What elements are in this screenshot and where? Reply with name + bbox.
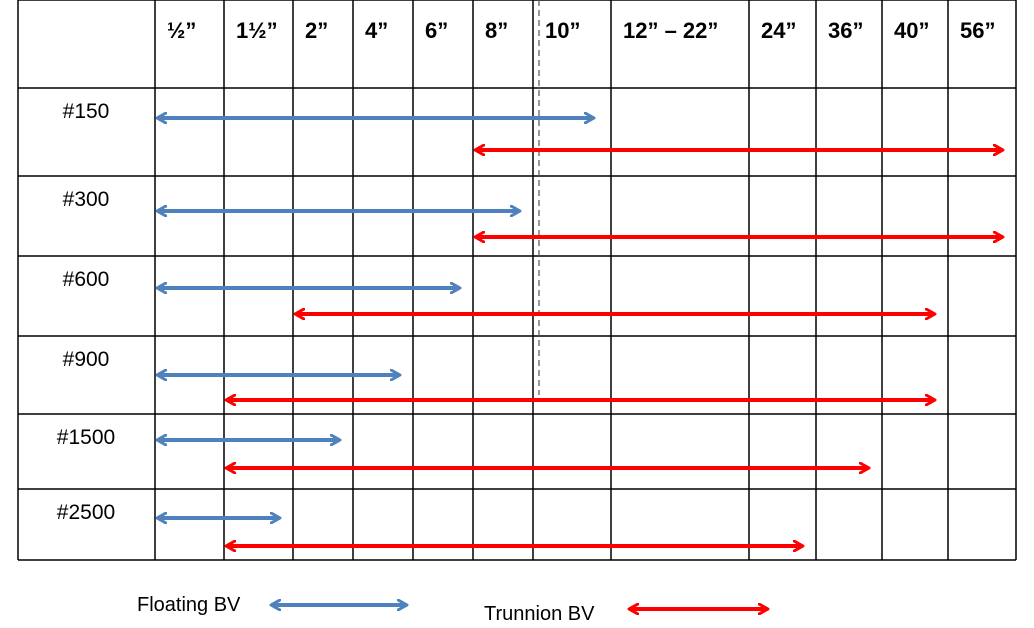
- pressure-class-label: #150: [63, 100, 110, 123]
- pressure-class-label: #2500: [57, 501, 115, 524]
- legend-trunnion-label: Trunnion BV: [484, 603, 595, 625]
- column-header: 36”: [828, 18, 863, 43]
- column-header: ½”: [167, 18, 196, 43]
- column-header: 6”: [425, 18, 448, 43]
- column-header: 24”: [761, 18, 796, 43]
- pressure-class-label: #300: [63, 188, 110, 211]
- pressure-class-label: #900: [63, 348, 110, 371]
- column-header: 2”: [305, 18, 328, 43]
- column-header: 10”: [545, 18, 580, 43]
- pressure-class-label: #600: [63, 268, 110, 291]
- legend-floating-label: Floating BV: [137, 594, 241, 616]
- range-arrows: [158, 118, 1002, 546]
- pressure-class-column: #150 #300 #600 #900 #1500 #2500: [57, 100, 115, 524]
- column-header: 40”: [894, 18, 929, 43]
- legend: Floating BV Trunnion BV: [137, 594, 767, 625]
- column-header: 8”: [485, 18, 508, 43]
- column-header: 4”: [365, 18, 388, 43]
- size-header-row: ½” 1½” 2” 4” 6” 8” 10” 12” – 22” 24” 36” 40” 56”: [167, 18, 995, 43]
- column-header: 56”: [960, 18, 995, 43]
- column-header: 1½”: [236, 18, 278, 43]
- column-header: 12” – 22”: [623, 18, 718, 43]
- pressure-class-label: #1500: [57, 426, 115, 449]
- table-grid: [17, 0, 1017, 561]
